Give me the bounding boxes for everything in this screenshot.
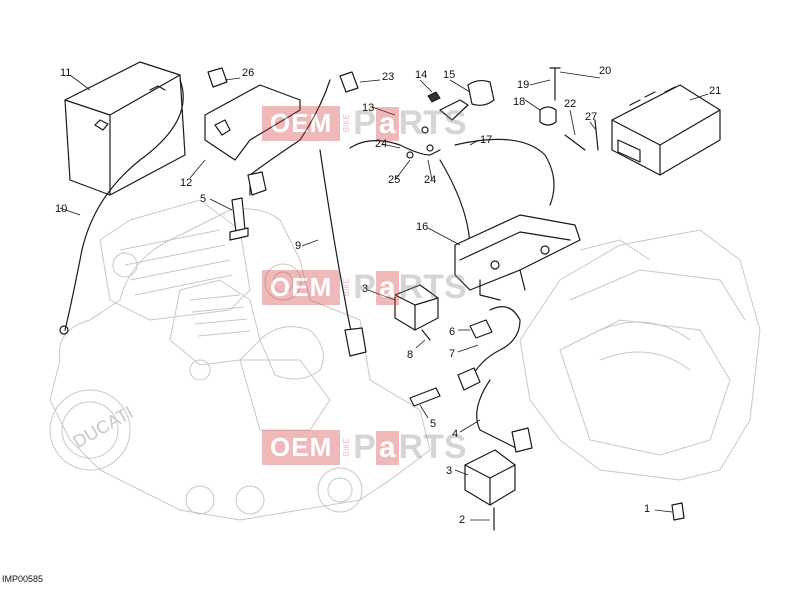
callout-number: 18: [513, 96, 526, 108]
ground-cable: [64, 79, 184, 331]
callout-number: 14: [415, 69, 428, 81]
ignition-coil: [394, 284, 439, 331]
callout-number: 24: [375, 138, 388, 150]
callout-number: 3: [446, 465, 453, 477]
clip: [427, 91, 441, 103]
sensor: [467, 79, 495, 106]
callout-number: 11: [60, 67, 72, 79]
callout-number: 22: [564, 98, 577, 110]
bolt: [549, 67, 561, 101]
callout-number: 5: [200, 193, 207, 205]
battery-cover: [204, 84, 301, 161]
screw: [594, 119, 599, 151]
washer: [426, 144, 434, 152]
battery: [64, 61, 186, 196]
leader-lines: [59, 71, 709, 521]
screw: [421, 329, 431, 341]
callout-number: 8: [407, 349, 414, 361]
callout-number: 4: [452, 428, 459, 440]
callout-number: 23: [382, 71, 395, 83]
airbox-outline: [519, 229, 761, 481]
ht-cable-4: [476, 379, 521, 451]
callout-number: 24: [424, 174, 437, 186]
nut: [406, 151, 414, 159]
cable-17: [454, 138, 555, 206]
nut: [671, 502, 685, 521]
cable-terminal: [511, 427, 533, 453]
callout-number: 19: [517, 79, 530, 91]
rubber-cap: [339, 71, 359, 93]
svg-text:DUCATI: DUCATI: [70, 402, 137, 452]
bracket: [454, 214, 581, 301]
reference-code: IMP00585: [2, 574, 44, 584]
screw: [564, 134, 586, 151]
callout-number: 3: [362, 283, 369, 295]
cable-harness: [349, 140, 441, 156]
callout-number: 16: [416, 221, 429, 233]
engine-outline: DUCATI: [49, 199, 431, 521]
ht-cable: [249, 79, 331, 196]
rubber-pad: [469, 319, 493, 339]
callout-number: 5: [430, 418, 437, 430]
cable-eyelet: [59, 325, 69, 335]
cable-terminal: [457, 367, 481, 391]
callout-number: 7: [449, 348, 456, 360]
callout-number: 13: [362, 102, 375, 114]
ht-cable-4a: [469, 306, 521, 381]
callout-number: 1: [644, 503, 651, 515]
callout-number: 2: [459, 514, 466, 526]
grommet: [539, 106, 557, 126]
spark-plug-hex: [229, 227, 249, 241]
spark-plug: [231, 197, 246, 233]
spark-plug: [409, 387, 441, 407]
callout-number: 25: [388, 174, 401, 186]
callout-number: 20: [599, 65, 612, 77]
callout-number: 27: [585, 111, 598, 123]
callout-number: 15: [443, 69, 456, 81]
connector: [439, 99, 469, 121]
callout-number: 6: [449, 326, 456, 338]
callout-number: 12: [180, 177, 193, 189]
callout-number: 21: [709, 85, 722, 97]
ecu: [611, 84, 721, 176]
callout-number: 9: [295, 240, 302, 252]
rubber-cap: [207, 67, 228, 88]
callout-number: 10: [55, 203, 68, 215]
nut: [421, 126, 429, 134]
cable-terminal: [247, 171, 267, 196]
callout-number: 26: [242, 67, 255, 79]
cable-terminal: [344, 327, 367, 357]
ignition-coil: [464, 449, 516, 506]
callout-number: 17: [480, 134, 493, 146]
